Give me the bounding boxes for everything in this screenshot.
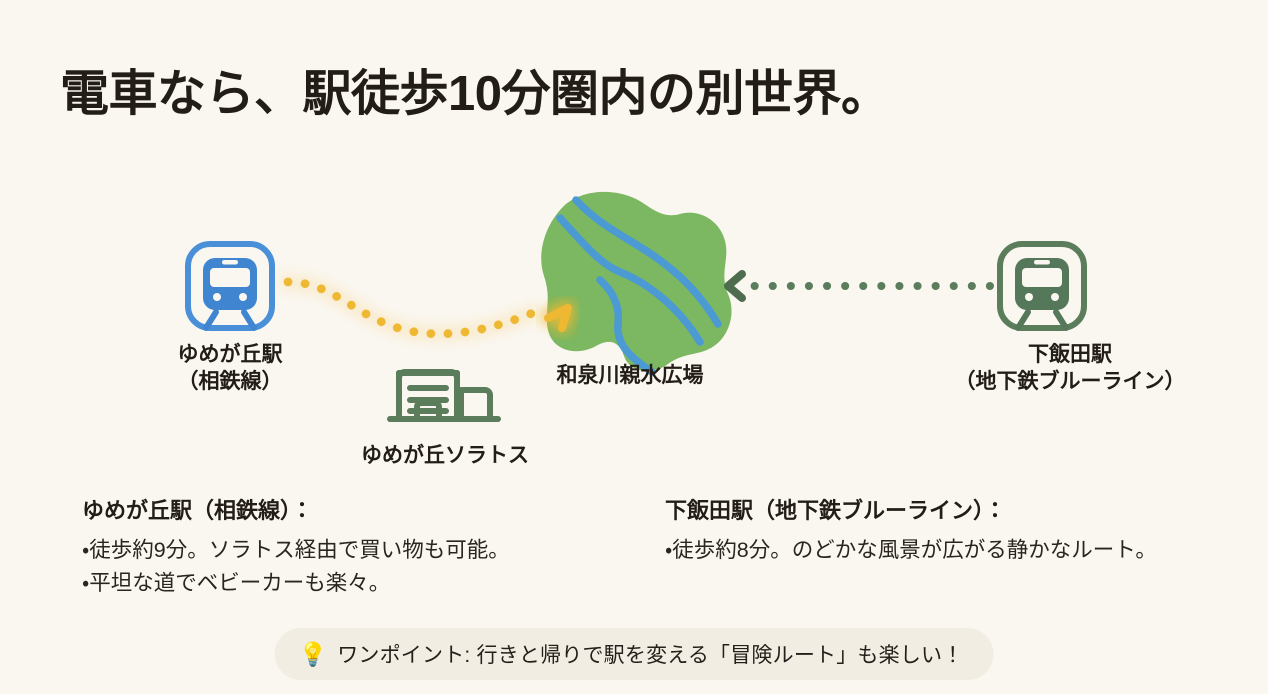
detail-item: ・徒歩約9分。ソラトス経由で買い物も可能。 <box>82 538 510 563</box>
yellow-walk-path-dots <box>283 277 545 339</box>
node-label-line1: ゆめが丘ソラトス <box>361 444 529 467</box>
building-icon <box>387 369 501 422</box>
route-details: ゆめが丘駅（相鉄線）： ・徒歩約9分。ソラトス経由で買い物も可能。 ・平坦な道で… <box>0 498 1268 628</box>
detail-column-yumegaoka: ゆめが丘駅（相鉄線）： ・徒歩約9分。ソラトス経由で買い物も可能。 ・平坦な道で… <box>82 498 642 600</box>
green-path-arrow-icon <box>724 270 746 302</box>
yellow-path-arrow-icon <box>544 304 572 332</box>
sidebar-node-yumegaoka-station <box>185 241 275 331</box>
train-station-icon <box>1015 258 1069 331</box>
tip-text: ワンポイント: 行きと帰りで駅を変える「冒険ルート」も楽しい！ <box>337 644 964 667</box>
station-frame <box>185 241 275 331</box>
node-label-line2: （相鉄線） <box>177 369 283 393</box>
node-label-shimoiida-station: 下飯田駅 （地下鉄ブルーライン） <box>890 342 1250 396</box>
detail-column-shimoiida: 下飯田駅（地下鉄ブルーライン）： ・徒歩約8分。のどかな風景が広がる静かなルート… <box>665 498 1235 567</box>
node-label-soratos: ゆめが丘ソラトス <box>290 443 600 470</box>
detail-heading: ゆめが丘駅（相鉄線）： <box>82 498 314 523</box>
detail-item: ・平坦な道でベビーカーも楽々。 <box>82 571 391 596</box>
tip-banner: 💡 ワンポイント: 行きと帰りで駅を変える「冒険ルート」も楽しい！ <box>274 628 994 680</box>
node-label-izumigawa-park: 和泉川親水広場 <box>470 363 790 390</box>
river-lines <box>556 196 722 376</box>
train-station-icon <box>203 258 257 331</box>
node-label-yumegaoka-station: ゆめが丘駅 （相鉄線） <box>80 342 380 396</box>
lightbulb-icon: 💡 <box>298 640 328 667</box>
node-label-line1: 下飯田駅 <box>1028 343 1112 366</box>
detail-item: ・徒歩約8分。のどかな風景が広がる静かなルート。 <box>665 538 1157 563</box>
route-map: ゆめが丘駅 （相鉄線） ゆめが丘ソラトス 和泉川親水広場 下飯田駅 （地下鉄ブル… <box>0 160 1268 480</box>
route-map-graphics <box>185 191 1087 422</box>
sidebar-node-shimoiida-station <box>997 241 1087 331</box>
node-label-line1: ゆめが丘駅 <box>177 343 283 366</box>
detail-heading: 下飯田駅（地下鉄ブルーライン）： <box>665 498 1007 523</box>
station-frame <box>997 241 1087 331</box>
node-label-line1: 和泉川親水広場 <box>556 364 704 387</box>
node-label-line2: （地下鉄ブルーライン） <box>954 369 1186 393</box>
page-title: 電車なら、駅徒歩10分圏内の別世界。 <box>60 67 890 121</box>
